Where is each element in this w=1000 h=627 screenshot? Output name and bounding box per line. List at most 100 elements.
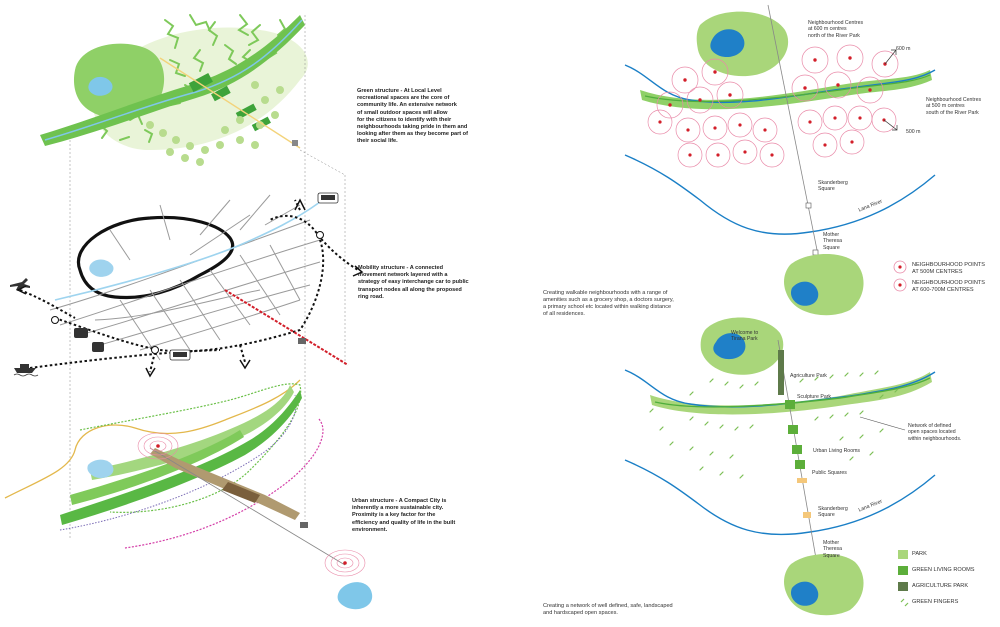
line: Urban structure - A Compact City is: [352, 498, 447, 504]
urban-outline-purple: [59, 394, 297, 531]
dotted-radial-sw: [149, 351, 156, 373]
line: Square: [818, 512, 835, 519]
dotted-ring-road: [54, 214, 325, 353]
caption-bottom: Creating a network of well defined, safe…: [543, 603, 673, 617]
train-icon-south: [169, 349, 191, 361]
line: Tirana Park: [731, 336, 758, 343]
green-axis-line: [159, 57, 301, 149]
line: and hardscaped open spaces.: [543, 610, 618, 616]
label-urban-living: Urban Living Rooms: [813, 448, 860, 454]
line: community life. An extensive network: [357, 102, 457, 109]
bus-icon-west: [74, 328, 88, 338]
line: NEIGHBOURHOOD POINTS: [912, 280, 986, 286]
arrow-600: [884, 49, 897, 65]
line: Mother: [823, 540, 840, 546]
line: ring road.: [358, 293, 384, 300]
transport-nodes: [51, 231, 324, 354]
label-skanderberg-top: Skanderberg Square: [818, 180, 848, 193]
label-500m: 500 m: [906, 129, 921, 135]
line: inherently a more sustainable city.: [352, 505, 444, 512]
line: of small outdoor spaces will allow: [357, 109, 448, 116]
line: Theresa: [823, 238, 843, 245]
line: Network of defined: [908, 423, 952, 429]
legend-points-icons: [893, 260, 907, 292]
line: Creating walkable neighbourhoods with a …: [543, 290, 668, 296]
line: Welcome to: [731, 330, 759, 336]
label-south-centres: Neighbourhood Centres at 500 m centres s…: [926, 97, 981, 116]
legend-label-green-fingers: GREEN FINGERS: [912, 599, 959, 605]
line: AT 600-700M CENTRES: [912, 287, 974, 293]
square-theresa-top: [812, 249, 819, 256]
river-park-top: [640, 70, 932, 110]
urban-outline-magenta: [124, 417, 324, 549]
line: Neighbourhood Centres: [926, 97, 982, 103]
neighbourhood-map: [624, 4, 936, 316]
south-lake-bottom: [790, 581, 819, 606]
lana-river-bottom: [624, 459, 936, 536]
dotted-radial-se: [239, 344, 246, 363]
legend-label-agriculture: AGRICULTURE PARK: [912, 583, 969, 589]
label-welcome: Welcome to Tirana Park: [731, 330, 758, 343]
centres-north: [656, 44, 899, 119]
green-axis-node: [292, 140, 298, 146]
urban-outline-green: [79, 383, 302, 513]
line: efficiency and quality of life in the bu…: [352, 519, 456, 526]
green-fingers-bottom: [649, 370, 899, 479]
axis-bottom: [777, 339, 819, 571]
urban-south-lake: [337, 582, 373, 610]
mobility-structure-layer: [10, 192, 364, 378]
centres-south: [647, 105, 897, 168]
line: at 500 m centres: [926, 103, 965, 110]
line: Skanderberg: [818, 180, 848, 186]
ring-boundary: [76, 215, 235, 300]
line: AT 500M CENTRES: [912, 269, 963, 275]
urban-lake: [87, 459, 114, 478]
line: NEIGHBOURHOOD POINTS: [912, 262, 986, 268]
airplane-icon: [10, 278, 30, 291]
public-squares: [797, 478, 811, 518]
mobility-node-east: [298, 338, 306, 344]
line: Creating a network of well defined, safe…: [543, 603, 673, 609]
caption-top: Creating walkable neighbourhoods with a …: [543, 290, 674, 318]
line: Square: [823, 244, 840, 251]
urban-axis: [149, 447, 346, 566]
south-lake-top: [790, 281, 819, 306]
dotted-radial-west: [19, 289, 76, 319]
arrow-500: [883, 119, 898, 131]
mobility-arrows: [16, 198, 364, 378]
node-north: [156, 444, 160, 448]
red-axis: [224, 289, 349, 366]
line: Square: [818, 186, 835, 193]
urban-green-band-1: [60, 390, 302, 525]
tirana-lake-top: [710, 29, 745, 58]
line: environment.: [352, 526, 388, 533]
green-living-rooms: [785, 400, 805, 469]
open-space-map: [624, 317, 936, 616]
label-theresa-top: Mother Theresa Square: [823, 232, 842, 251]
line: north of the River Park: [808, 32, 860, 39]
agriculture-strip: [778, 350, 784, 395]
line: Green structure - At Local Level: [357, 88, 442, 94]
blue-line: [54, 201, 321, 301]
line: south of the River Park: [926, 109, 979, 116]
line: looking after them as they become part o…: [357, 131, 468, 138]
axis-top: [767, 4, 819, 256]
line: Proximity is a key factor for the: [352, 512, 436, 519]
river-park-band: [40, 15, 305, 146]
urban-structure-layer: [4, 379, 373, 610]
label-sculpture: Sculpture Park: [797, 394, 832, 400]
line: strategy of easy interchange car to publ…: [358, 279, 469, 286]
open-space-dots: [146, 81, 284, 166]
tirana-lake-bottom: [713, 333, 746, 360]
tram-icon-west: [92, 342, 104, 352]
line: movement network layered with a: [358, 272, 448, 279]
layer-guides: [69, 15, 346, 540]
river-bottom-green: [654, 377, 931, 408]
urban-node-grey: [300, 522, 308, 528]
line: a primary school etc located within walk…: [543, 304, 672, 310]
legend-swatch-park: [898, 550, 908, 559]
green-structure-layer: [40, 14, 308, 166]
line: Theresa: [823, 546, 843, 553]
